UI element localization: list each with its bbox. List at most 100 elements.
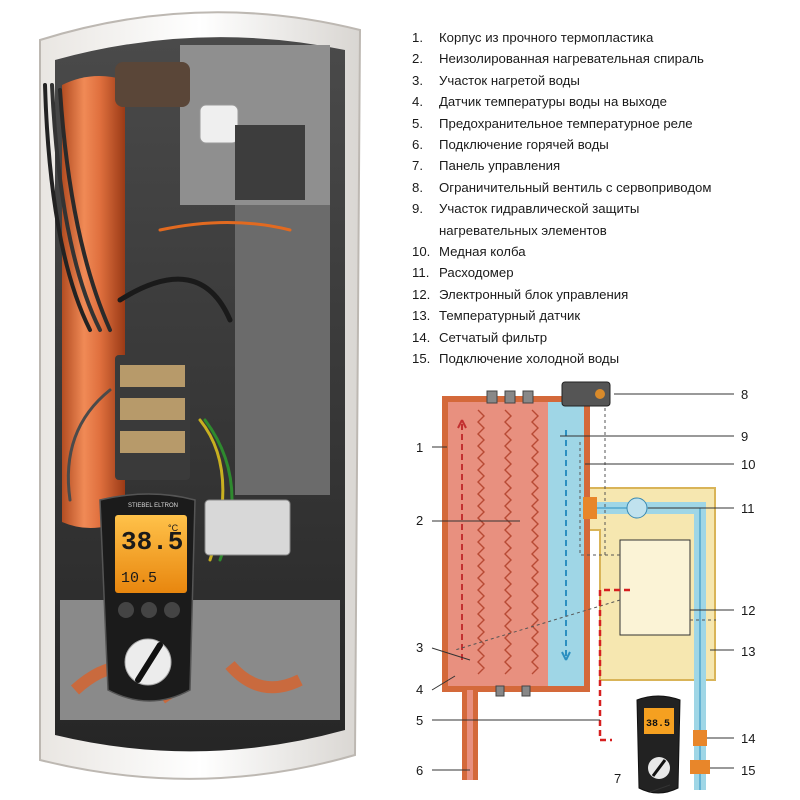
lcd-temperature: 38.5 xyxy=(121,527,183,557)
valve-housing xyxy=(235,125,305,200)
legend-item-number: 11. xyxy=(412,265,430,281)
callout-11: 11 xyxy=(741,501,755,516)
legend-item-2: 2. Неизолированная нагревательная спираль xyxy=(412,48,797,69)
legend-item-text: Участок гидравлической защиты нагревател… xyxy=(439,201,640,238)
flowmeter xyxy=(626,497,648,519)
legend-item-text: Датчик температуры воды на выходе xyxy=(439,94,667,110)
lcd-screen xyxy=(115,515,187,593)
legend-item-text: Предохранительное температурное реле xyxy=(439,115,693,131)
legend-item-text: Электронный блок управления xyxy=(439,286,629,302)
legend-item-text: Температурный датчик xyxy=(439,308,581,324)
callout-7: 7 xyxy=(614,771,621,786)
legend-item-9: 9. Участок гидравлической защиты нагреват… xyxy=(412,198,797,241)
bottom-terminals xyxy=(495,685,531,697)
control-panel[interactable]: STIEBEL ELTRON 38.5 °C 10.5 xyxy=(99,493,196,702)
flow-arrows-hot xyxy=(457,419,467,660)
flowmeter-connector xyxy=(583,497,597,519)
top-terminals xyxy=(486,390,534,404)
callout-6: 6 xyxy=(416,763,423,778)
signal-lines xyxy=(454,396,716,651)
connector-strip xyxy=(204,499,291,556)
mesh-filter xyxy=(693,730,707,746)
heating-zone xyxy=(448,402,548,686)
callout-5: 5 xyxy=(416,713,423,728)
legend-item-14: 14. Сетчатый фильтр xyxy=(412,327,797,348)
back-plate-bottom xyxy=(60,600,340,720)
copper-pipe-inlet xyxy=(225,660,303,694)
legend-item-text: Корпус из прочного термопластика xyxy=(439,30,654,45)
legend-item-number: 3. xyxy=(412,72,423,88)
legend-item-number: 15. xyxy=(412,351,431,367)
legend-item-1: 1. Корпус из прочного термопластика xyxy=(412,27,797,48)
panel-button-right[interactable] xyxy=(164,602,180,618)
legend-item-number: 12. xyxy=(412,286,431,302)
wire-bundle xyxy=(43,83,292,562)
panel-button-play[interactable] xyxy=(141,602,157,618)
callout-1: 1 xyxy=(416,440,423,455)
legend-item-number: 4. xyxy=(412,94,423,110)
legend-item-number: 8. xyxy=(412,179,423,195)
flask-cap xyxy=(115,62,190,107)
legend-item-text: Участок нагретой воды xyxy=(439,72,580,88)
legend-item-15: 15.Подключение холодной воды xyxy=(412,348,797,369)
servo-valve xyxy=(561,381,611,407)
mini-lcd-temperature: 38.5 xyxy=(646,719,670,730)
dial-pointer xyxy=(135,642,163,683)
legend-item-number: 1. xyxy=(412,30,423,45)
legend-item-4: 4. Датчик температуры воды на выходе xyxy=(412,91,797,112)
callout-labels: 1 2 3 4 5 6 7 8 9 10 11 12 13 14 15 xyxy=(416,387,755,786)
back-plate-mid xyxy=(235,205,330,495)
callout-10: 10 xyxy=(741,457,755,472)
callout-9: 9 xyxy=(741,429,748,444)
callout-13: 13 xyxy=(741,644,755,659)
control-panel-miniature: 38.5 xyxy=(636,695,681,794)
component-legend: 1. Корпус из прочного термопластика 2. Неиз… xyxy=(412,27,797,370)
valve-knob xyxy=(199,104,239,144)
hot-water-outlet-pipe-inner xyxy=(467,690,473,780)
legend-item-10: 10.Медная колба xyxy=(412,241,797,262)
flow-arrows-cold xyxy=(561,430,571,661)
legend-item-number: 5. xyxy=(412,115,423,131)
legend-item-text: Медная колба xyxy=(439,244,526,260)
legend-item-13: 13.Температурный датчик xyxy=(412,305,797,326)
control-block xyxy=(619,539,691,636)
legend-item-number: 2. xyxy=(412,51,423,67)
leader-lines xyxy=(431,393,734,793)
legend-item-text: Панель управления xyxy=(439,158,561,174)
callout-4: 4 xyxy=(416,682,423,697)
legend-item-text: Неизолированная нагревательная спираль xyxy=(439,51,704,67)
legend-item-number: 14. xyxy=(412,329,431,345)
legend-item-number: 6. xyxy=(412,137,423,153)
callout-2: 2 xyxy=(416,513,423,528)
heater-schematic: 38.5 1 2 3 4 5 6 7 8 9 10 11 12 13 14 xyxy=(416,381,755,794)
heater-cutaway-photo: STIEBEL ELTRON 38.5 °C 10.5 xyxy=(39,11,362,780)
legend-item-6: 6. Подключение горячей воды xyxy=(412,134,797,155)
legend-item-8: 8. Ограничительный вентиль с сервоприводо… xyxy=(412,177,797,198)
legend-item-text: Сетчатый фильтр xyxy=(439,329,548,345)
legend-item-11: 11. Расходомер xyxy=(412,262,797,283)
cold-inlet-fitting xyxy=(690,760,710,774)
legend-item-3: 3. Участок нагретой воды xyxy=(412,70,797,91)
legend-item-5: 5. Предохранительное температурное реле xyxy=(412,113,797,134)
callout-12: 12 xyxy=(741,603,755,618)
lcd-unit: °C xyxy=(168,523,179,533)
copper-flask xyxy=(62,76,125,529)
servo-valve-indicator xyxy=(595,389,605,399)
terminal-block xyxy=(115,355,190,480)
legend-item-text: Подключение горячей воды xyxy=(439,137,609,153)
heating-spirals xyxy=(477,409,539,675)
lcd-flow: 10.5 xyxy=(121,570,157,587)
legend-item-text: Расходомер xyxy=(439,265,514,281)
legend-item-12: 12. Электронный блок управления xyxy=(412,284,797,305)
control-cable xyxy=(598,588,630,742)
callout-15: 15 xyxy=(741,763,755,778)
legend-item-number: 9. xyxy=(412,201,423,217)
legend-item-7: 7. Панель управления xyxy=(412,155,797,176)
mini-lcd xyxy=(644,708,674,734)
panel-button-left[interactable] xyxy=(118,602,134,618)
legend-item-text: Ограничительный вентиль с сервоприводом xyxy=(439,179,712,195)
callout-3: 3 xyxy=(416,640,423,655)
legend-item-number: 7. xyxy=(412,158,423,174)
brand-label: STIEBEL ELTRON xyxy=(128,503,178,509)
callout-8: 8 xyxy=(741,387,748,402)
